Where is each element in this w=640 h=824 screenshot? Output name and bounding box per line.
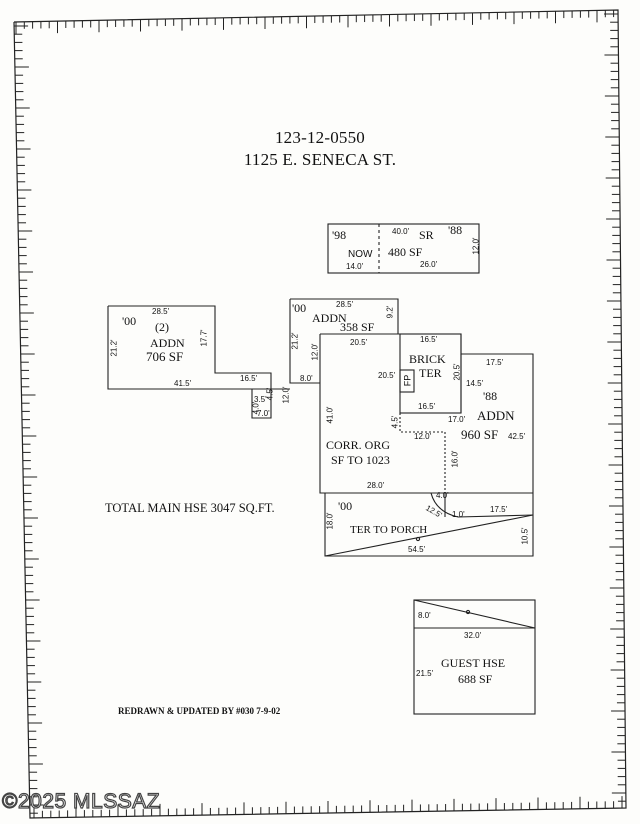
guest-diagonal (413, 599, 536, 629)
main-dim-inner-right: 16.0' (450, 450, 460, 468)
addn-left-dim-left: 21.2' (109, 339, 119, 357)
sr-outline (327, 223, 480, 274)
sr-area: 480 SF (388, 245, 423, 259)
addn-top-dim-inner: 12.0' (310, 343, 320, 361)
addn-left-dim-right: 17.7' (199, 329, 209, 347)
porch-diagonal (324, 514, 534, 557)
brick-ter-dim-bottom: 16.5' (418, 402, 436, 411)
frame-outline (13, 9, 627, 819)
addn-right-dim-left: 14.5' (466, 379, 484, 388)
sr-year-left: '98 (332, 228, 347, 242)
parcel-number: 123-12-0550 (274, 128, 366, 147)
addn-right-area: 960 SF (461, 427, 499, 442)
porch-arc (430, 492, 459, 518)
addn-right-year: '88 (483, 389, 498, 403)
guest-point (465, 609, 471, 615)
main-dim-top: 20.5' (350, 338, 368, 347)
porch-dim-top-right: 17.5' (490, 505, 508, 514)
brick-ter-name-line1: BRICK (409, 352, 446, 366)
total-main-house: TOTAL MAIN HSE 3047 SQ.FT. (105, 501, 275, 515)
addn-left-dim-small-a: 3.5' (254, 395, 267, 404)
porch-dim-left: 18.0' (325, 512, 335, 530)
addn-left-area: 706 SF (146, 349, 184, 364)
addn-top-left (289, 299, 320, 384)
sr-dim-bottom-left: 14.0' (346, 262, 364, 271)
porch-dim-bottom: 54.5' (408, 545, 426, 554)
main-name-line2: SF TO 1023 (331, 453, 390, 467)
addn-top-area: 358 SF (340, 320, 375, 334)
main-dim-inner-top: 12.0' (414, 432, 432, 441)
sr-year-right: '88 (448, 223, 463, 237)
guest-dim-top-left: 8.0' (418, 611, 431, 620)
main-name-line1: CORR. ORG (326, 438, 391, 452)
addn-left-name: ADDN (150, 336, 185, 350)
guest-dim-mid: 32.0' (464, 631, 482, 640)
porch-right-seg (457, 514, 534, 518)
addn-left-outline (107, 305, 272, 390)
sr-now: NOW (348, 249, 373, 260)
brick-ter-dim-top: 16.5' (420, 335, 438, 344)
addn-top-year: '00 (292, 301, 307, 315)
addn-left-count: (2) (155, 320, 169, 334)
main-dim-small: 4.5' (390, 415, 400, 429)
main-dim-left: 41.0' (325, 406, 335, 424)
addn-top-dim-right: 9.2' (385, 305, 395, 319)
guest-outline (413, 599, 536, 715)
porch-dim-b: 1.0' (452, 510, 465, 519)
guest-dim-left: 21.5' (416, 669, 434, 678)
addn-top-dim-left: 21.2' (290, 332, 300, 350)
fp-box (399, 369, 415, 393)
main-dim-bottom: 28.0' (367, 481, 385, 490)
brick-ter-dim-left: 20.5' (378, 371, 396, 380)
addn-link-dim: 12.0' (281, 386, 291, 404)
guest-name: GUEST HSE (441, 656, 506, 670)
redrawn-note: REDRAWN & UPDATED BY #030 7-9-02 (118, 706, 281, 716)
addn-top-name: ADDN (312, 311, 347, 325)
page-frame (13, 9, 627, 819)
property-address: 1125 E. SENECA ST. (243, 150, 397, 169)
floor-plan-lines (107, 223, 536, 715)
sr-name: SR (419, 228, 434, 242)
watermark: ©2025 MLSSAZ (1, 789, 161, 813)
porch-name: TER TO PORCH (350, 524, 428, 536)
addn-left-dim-small-c: 7.0' (257, 409, 270, 418)
addn-left-dim-step: 16.5' (240, 374, 258, 383)
addn-left-notch (251, 389, 272, 419)
main-dim-step: 17.0' (448, 415, 466, 424)
guest-area: 688 SF (458, 672, 493, 686)
addn-top-dim-top: 28.5' (336, 300, 354, 309)
porch-dim-right: 10.5' (520, 527, 530, 545)
porch-dim-a: 4.0' (436, 491, 449, 500)
addn-right-dim-right: 42.5' (508, 432, 526, 441)
addn-left-year: '00 (122, 314, 137, 328)
addn-right-dim-top: 17.5' (486, 358, 504, 367)
addn-left-dim-step-right: 4.5' (265, 387, 275, 401)
addn-right-name: ADDN (477, 408, 515, 423)
addn-left-dim-top: 28.5' (152, 307, 170, 316)
brick-ter-dim-right: 20.5' (452, 363, 462, 381)
brick-ter-name-line2: TER (419, 366, 442, 380)
border-ruler-ticks (14, 10, 626, 818)
porch-point (415, 536, 421, 542)
porch-year: '00 (338, 499, 353, 513)
sr-dim-right: 12.0' (471, 237, 481, 255)
interior-dashed (399, 413, 446, 493)
sr-dim-bottom-right: 26.0' (420, 260, 438, 269)
addn-link-dim-b: 8.0' (300, 374, 313, 383)
sr-dim-top: 40.0' (392, 227, 410, 236)
fp-label: FP (402, 374, 413, 387)
addn-top-outline (290, 298, 399, 334)
addn-left-dim-bottom: 41.5' (174, 379, 192, 388)
